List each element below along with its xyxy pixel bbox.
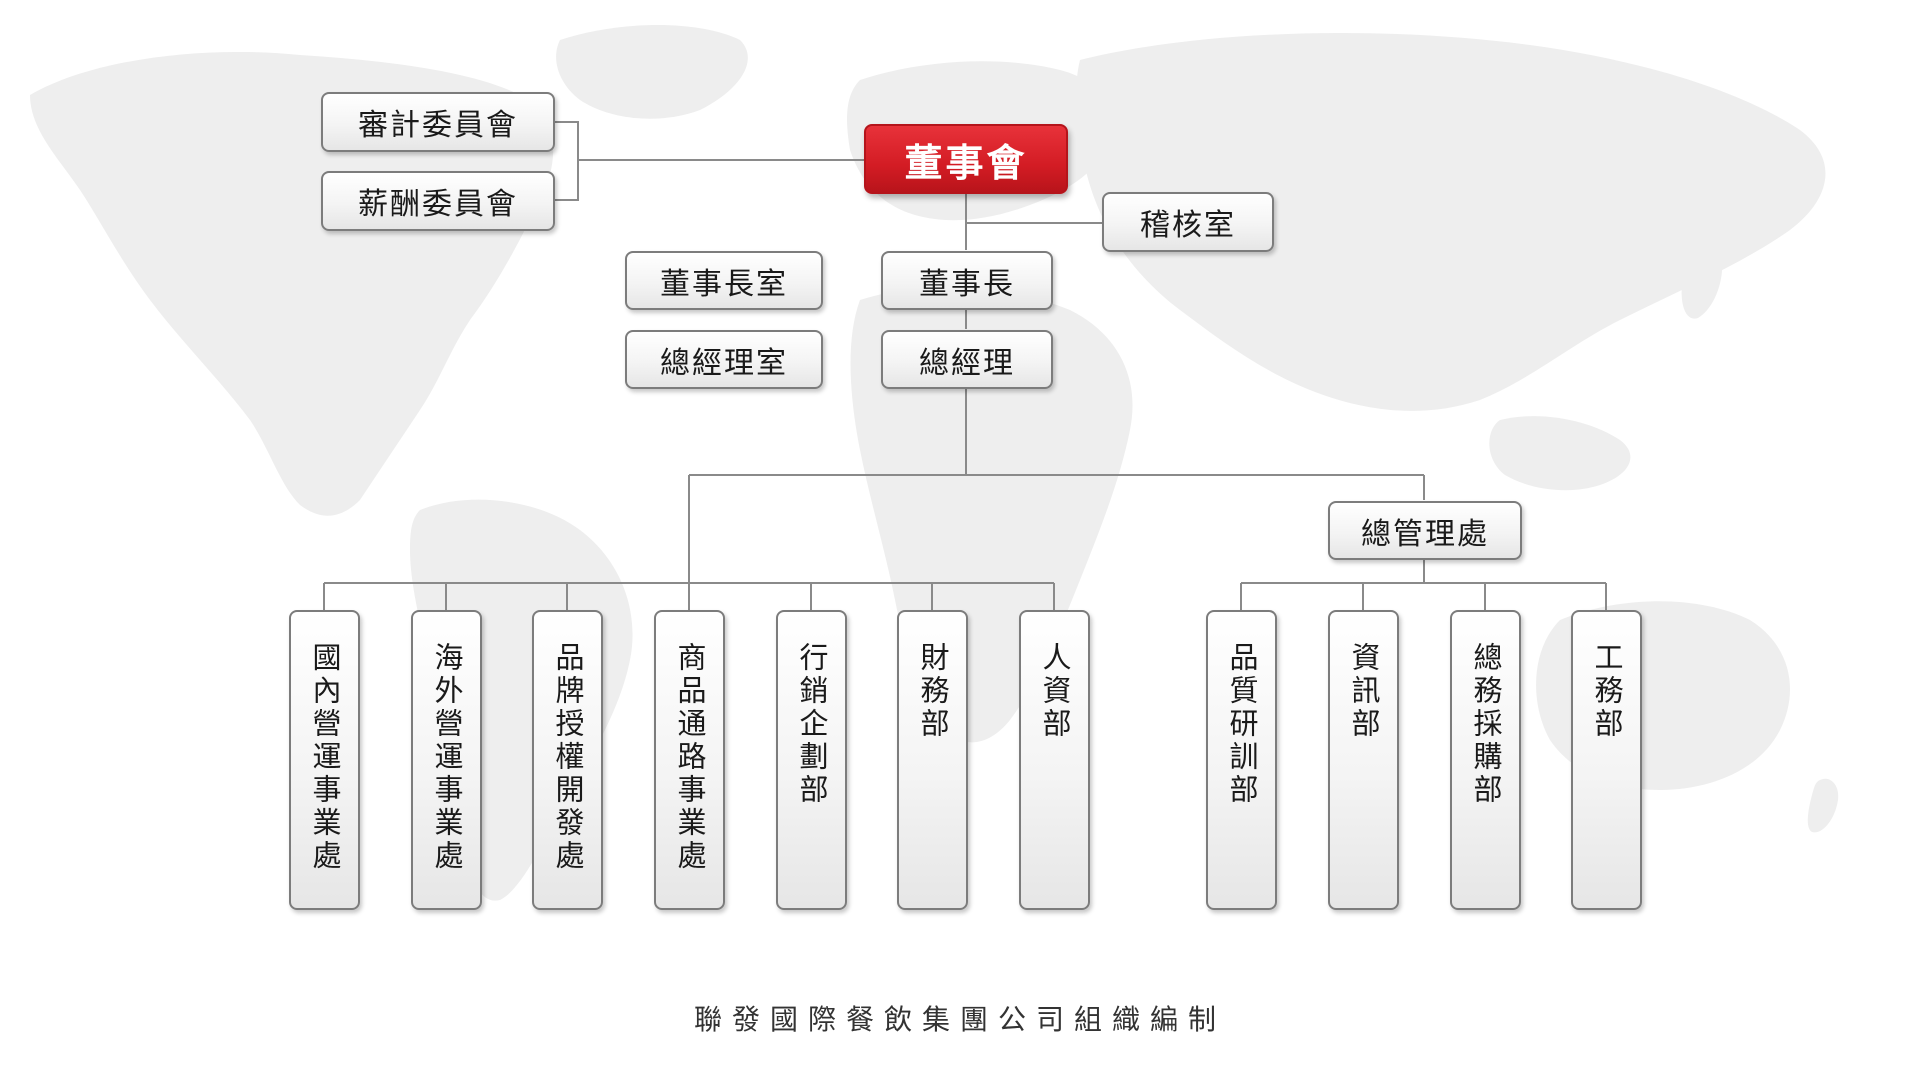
admin-department-box: 資訊部 <box>1328 610 1399 910</box>
admin-department-label: 品質研訓部 <box>1225 642 1259 807</box>
admin-department-box: 品質研訓部 <box>1206 610 1277 910</box>
general-admin-box: 總管理處 <box>1328 501 1522 560</box>
chairman-box: 董事長 <box>881 251 1053 310</box>
department-box: 商品通路事業處 <box>654 610 725 910</box>
general-manager-box: 總經理 <box>881 330 1053 389</box>
general-manager-label: 總經理 <box>919 345 1015 381</box>
admin-department-label: 總務採購部 <box>1469 642 1503 807</box>
admin-department-box: 總務採購部 <box>1450 610 1521 910</box>
compensation-committee-label: 薪酬委員會 <box>358 187 518 222</box>
department-box: 國內營運事業處 <box>289 610 360 910</box>
gm-office-box: 總經理室 <box>625 330 823 389</box>
audit-committee-box: 審計委員會 <box>321 92 555 152</box>
general-admin-label: 總管理處 <box>1361 516 1489 552</box>
board-of-directors-box: 董事會 <box>864 124 1068 194</box>
chairman-office-label: 董事長室 <box>660 266 788 302</box>
admin-department-label: 工務部 <box>1590 642 1624 741</box>
department-label: 海外營運事業處 <box>430 642 464 873</box>
chairman-office-box: 董事長室 <box>625 251 823 310</box>
audit-office-box: 稽核室 <box>1102 192 1274 252</box>
board-of-directors-label: 董事會 <box>904 140 1028 185</box>
department-box: 財務部 <box>897 610 968 910</box>
department-box: 海外營運事業處 <box>411 610 482 910</box>
org-chart-caption: 聯發國際餐飲集團公司組織編制 <box>693 1003 1226 1036</box>
chairman-label: 董事長 <box>919 266 1015 302</box>
gm-office-label: 總經理室 <box>660 345 788 381</box>
audit-committee-label: 審計委員會 <box>358 108 518 143</box>
department-label: 人資部 <box>1038 642 1072 741</box>
audit-office-label: 稽核室 <box>1140 208 1236 243</box>
department-label: 行銷企劃部 <box>795 642 829 807</box>
department-box: 人資部 <box>1019 610 1090 910</box>
department-label: 商品通路事業處 <box>673 642 707 873</box>
department-label: 財務部 <box>916 642 950 741</box>
admin-department-box: 工務部 <box>1571 610 1642 910</box>
compensation-committee-box: 薪酬委員會 <box>321 171 555 231</box>
department-box: 行銷企劃部 <box>776 610 847 910</box>
admin-department-label: 資訊部 <box>1347 642 1381 741</box>
department-label: 國內營運事業處 <box>308 642 342 873</box>
department-label: 品牌授權開發處 <box>551 642 585 873</box>
department-box: 品牌授權開發處 <box>532 610 603 910</box>
